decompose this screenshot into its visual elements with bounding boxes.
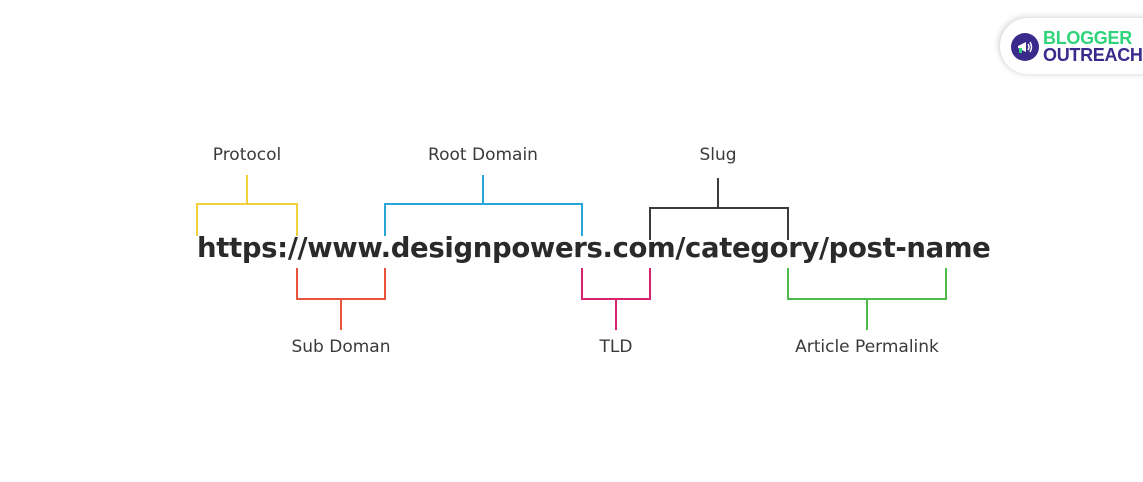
article-permalink-bracket — [787, 268, 947, 330]
article-permalink-label: Article Permalink — [795, 337, 939, 357]
logo-text: BLOGGER OUTREACH — [1043, 28, 1143, 65]
logo-line2: OUTREACH — [1043, 45, 1143, 65]
slug-bracket — [649, 178, 789, 240]
megaphone-icon — [1011, 33, 1039, 61]
root-domain-bracket — [384, 175, 583, 236]
tld-label: TLD — [599, 337, 633, 357]
sub-domain-label: Sub Doman — [291, 337, 391, 357]
slug-label: Slug — [699, 145, 737, 165]
url-text: https://www.designpowers.com/category/po… — [197, 232, 991, 264]
root-domain-label: Root Domain — [428, 145, 538, 165]
sub-domain-bracket — [296, 268, 386, 330]
protocol-bracket — [196, 175, 298, 236]
tld-bracket — [581, 268, 651, 330]
protocol-label: Protocol — [212, 145, 282, 165]
logo-line1: BLOGGER — [1043, 28, 1132, 48]
